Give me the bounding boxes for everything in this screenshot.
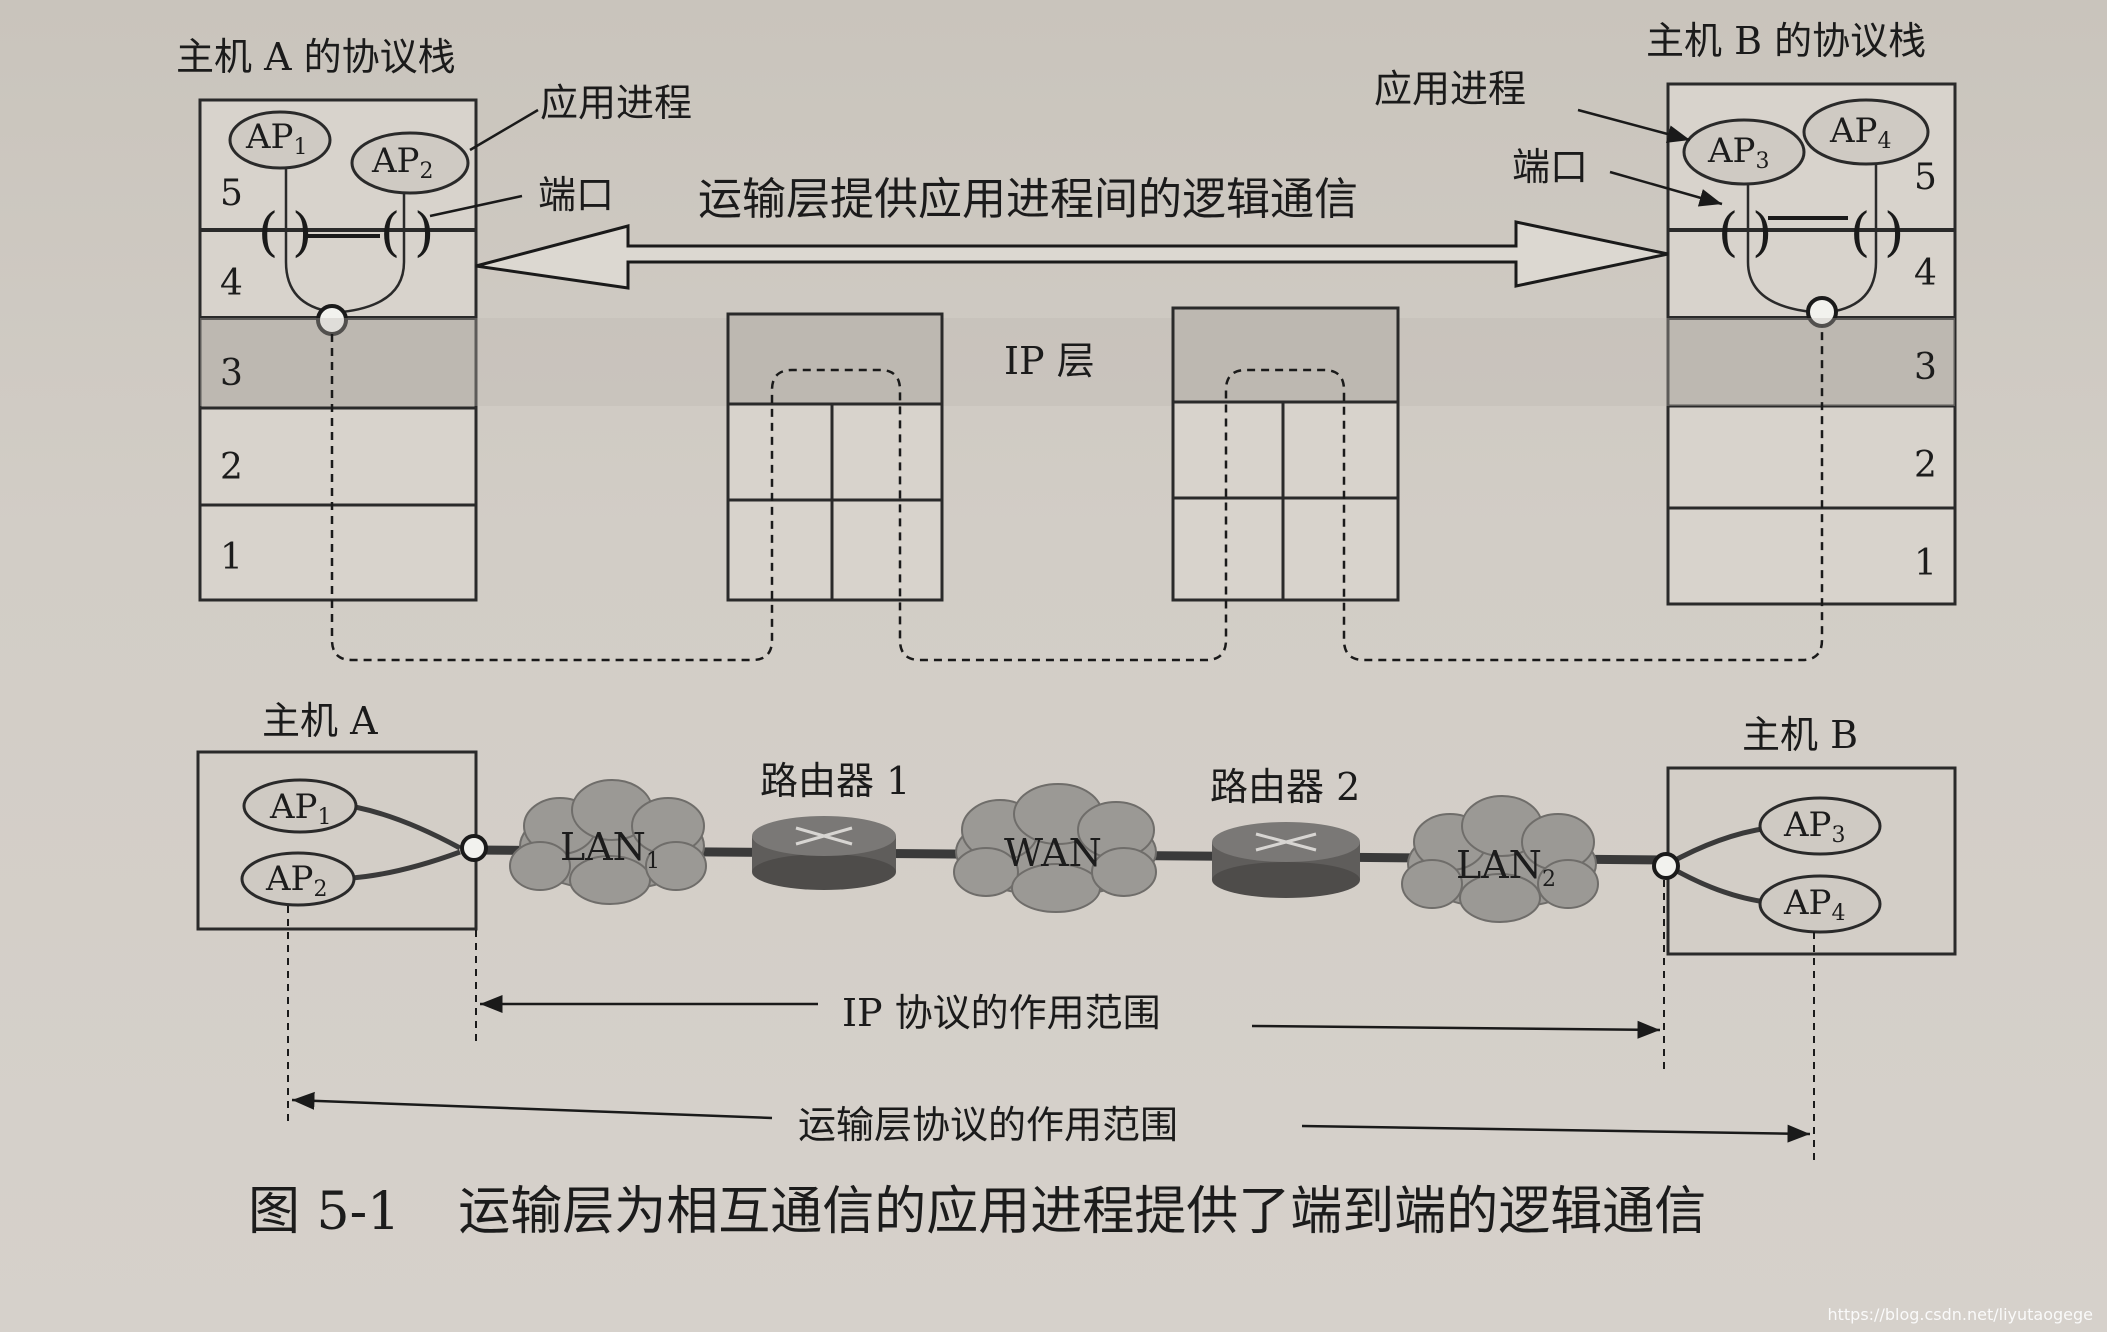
- port-circle-b: [1806, 296, 1838, 328]
- ap3-label-top: AP3: [1708, 131, 1770, 174]
- ap3-oval-top: [1682, 118, 1806, 186]
- lan1-cloud: [509, 779, 707, 905]
- ip-path-dashed: [330, 326, 1824, 662]
- router-2-stack: [1171, 306, 1400, 602]
- layer-b-5: 5: [1914, 157, 1937, 198]
- host-a-port: [460, 834, 488, 862]
- layer-b-2: 2: [1914, 445, 1937, 486]
- svg-text:(: (: [1718, 203, 1738, 263]
- layer-a-3: 3: [220, 353, 243, 394]
- router-1-icon: [752, 816, 896, 890]
- host-b-stack-title: 主机 B 的协议栈: [1646, 19, 1927, 63]
- ap4-label-top: AP4: [1830, 111, 1892, 154]
- ap2-oval-top: [350, 131, 470, 195]
- ap1-oval-top: [228, 110, 332, 170]
- svg-text:): ): [1752, 203, 1772, 263]
- layer-a-1: 1: [220, 537, 243, 578]
- host-a-box: [196, 750, 478, 931]
- host-b-port: [1652, 852, 1680, 880]
- lan1-label: LAN1: [560, 825, 660, 874]
- caption-text: 运输层为相互通信的应用进程提供了端到端的逻辑通信: [458, 1182, 1707, 1242]
- watermark: https://blog.csdn.net/liyutaogege: [1827, 1305, 2093, 1324]
- svg-text:(: (: [258, 203, 278, 263]
- app-process-label-a: 应用进程: [540, 81, 693, 125]
- ap1-label-top: AP1: [246, 117, 308, 160]
- port-label-b: 端口: [1512, 145, 1589, 189]
- ap2-label-bottom: AP2: [266, 859, 328, 902]
- layer-b-3: 3: [1914, 347, 1937, 388]
- svg-text:(: (: [380, 203, 400, 263]
- layer-b-1: 1: [1914, 543, 1937, 584]
- layer-a-2: 2: [220, 447, 243, 488]
- host-a-stack-title: 主机 A 的协议栈: [176, 35, 456, 79]
- host-a-label: 主机 A: [262, 699, 378, 743]
- router-1-label: 路由器 1: [760, 759, 911, 803]
- ap1-label-bottom: AP1: [270, 787, 332, 830]
- svg-text:): ): [1884, 203, 1904, 263]
- app-process-label-b: 应用进程: [1374, 67, 1527, 111]
- wan-cloud: [953, 783, 1157, 913]
- wan-label: WAN: [1004, 831, 1102, 875]
- host-b-label: 主机 B: [1742, 713, 1859, 757]
- ap3-label-bottom: AP3: [1784, 805, 1846, 848]
- layer-b-4: 4: [1914, 253, 1937, 294]
- svg-text:(: (: [1850, 203, 1870, 263]
- transport-scope-label: 运输层协议的作用范围: [798, 1103, 1179, 1147]
- router-1-stack: [726, 312, 944, 602]
- host-b-stack: ( ) ( ): [1666, 82, 1957, 606]
- layer-a-5: 5: [220, 173, 243, 214]
- router-2-icon: [1212, 822, 1360, 898]
- ap2-label-top: AP2: [372, 141, 434, 184]
- ip-layer-label: IP 层: [1004, 339, 1095, 383]
- lan2-cloud: [1401, 795, 1599, 923]
- layer-a-4: 4: [220, 263, 243, 304]
- ap4-label-bottom: AP4: [1784, 883, 1846, 926]
- transport-arrow-label: 运输层提供应用进程间的逻辑通信: [698, 174, 1358, 225]
- ip-scope-label: IP 协议的作用范围: [842, 991, 1161, 1035]
- port-label-a: 端口: [538, 173, 615, 217]
- svg-text:): ): [292, 203, 312, 263]
- transport-double-arrow: [475, 220, 1669, 290]
- svg-text:): ): [414, 203, 434, 263]
- host-a-stack: ( ) ( ): [198, 98, 478, 602]
- ap4-oval-top: [1802, 98, 1930, 166]
- lan2-label: LAN2: [1456, 843, 1556, 892]
- router-2-label: 路由器 2: [1210, 765, 1361, 809]
- caption-number: 图 5-1: [248, 1182, 401, 1242]
